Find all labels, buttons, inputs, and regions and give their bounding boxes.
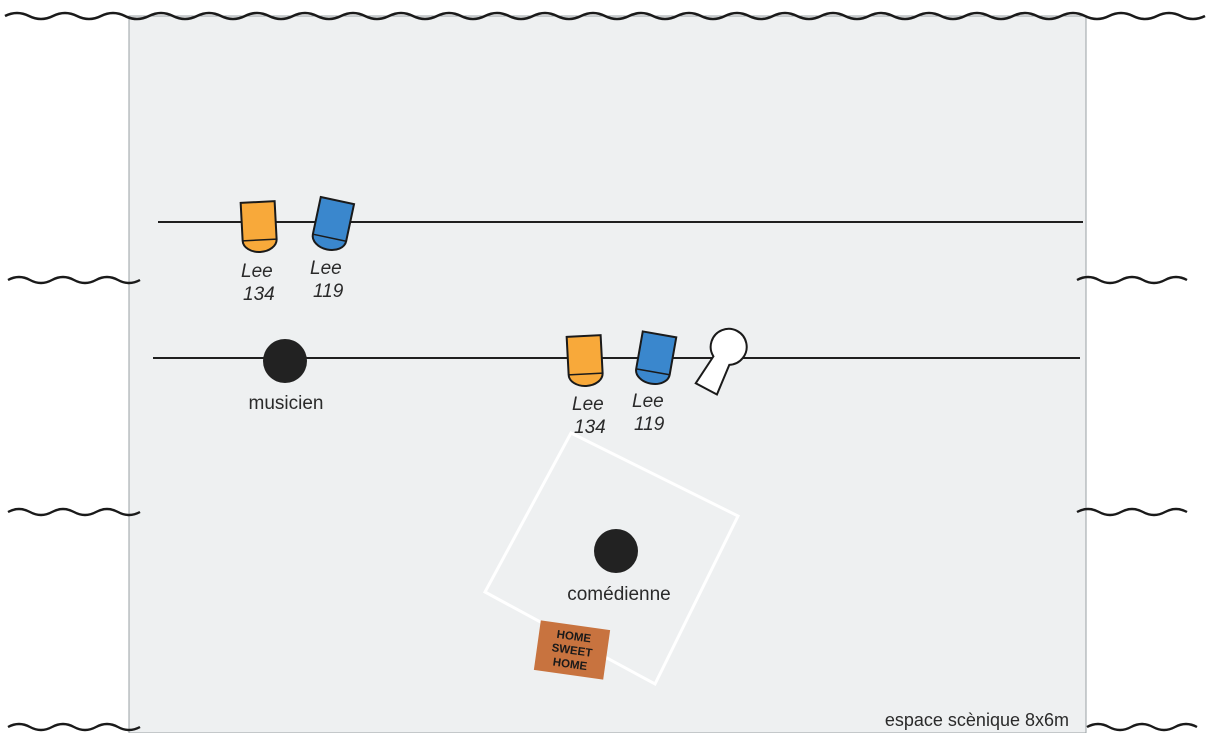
spotlight-lower-blue: [635, 330, 678, 385]
actress-label: comédienne: [567, 584, 671, 605]
doormat: HOME SWEET HOME: [533, 620, 611, 680]
wing-right-2: [1076, 507, 1188, 517]
actress-marker: [594, 529, 638, 573]
acting-area: [482, 431, 741, 687]
spotlight-upper-orange: [239, 200, 278, 253]
spotlight-upper-blue: [311, 195, 356, 251]
gel-label-lower-1-name: Lee: [572, 394, 604, 415]
wing-left-2: [7, 507, 141, 517]
stage-dimensions-label: espace scènique 8x6m: [885, 710, 1069, 730]
gel-label-lower-2-number: 119: [634, 414, 665, 435]
gel-label-upper-1-number: 134: [243, 284, 275, 305]
wing-right-3: [1086, 722, 1198, 732]
doormat-line-2: SWEET: [551, 642, 593, 660]
wing-right-1: [1076, 275, 1188, 285]
spotlight-lower-orange: [565, 334, 604, 387]
musician-label: musicien: [249, 393, 324, 414]
musician-marker: [263, 339, 307, 383]
gel-label-upper-1-name: Lee: [241, 261, 273, 282]
doormat-line-3: HOME: [552, 657, 588, 674]
curtain-top: [4, 11, 1206, 21]
wing-left-1: [7, 275, 141, 285]
gel-label-upper-2-name: Lee: [310, 258, 342, 279]
doormat-line-1: HOME: [556, 629, 592, 646]
gel-label-upper-2-number: 119: [313, 281, 344, 302]
wing-left-3: [7, 722, 141, 732]
gel-label-lower-1-number: 134: [574, 417, 606, 438]
followspot-icon: [694, 327, 748, 396]
gel-label-lower-2-name: Lee: [632, 391, 664, 412]
